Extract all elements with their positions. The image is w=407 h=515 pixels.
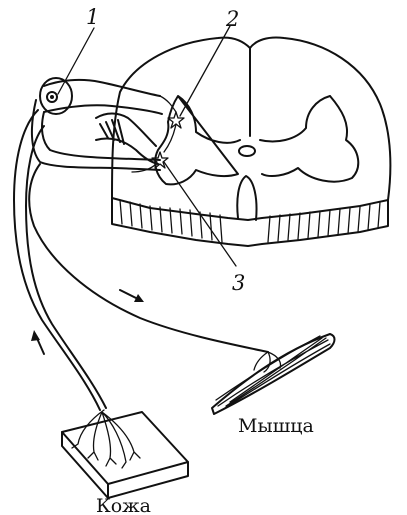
section-hatch — [120, 200, 380, 242]
leader-1 — [58, 28, 94, 94]
ventral-root-upper — [96, 114, 156, 147]
ventral-fissure — [237, 176, 256, 220]
muscle-illustration — [212, 334, 335, 414]
muscle-fibers — [216, 336, 330, 410]
label-1: 1 — [86, 5, 99, 29]
arrow-sensory-head — [31, 330, 40, 341]
spinal-nerve-inner — [42, 112, 160, 160]
label-3: 3 — [232, 271, 245, 295]
spinal-cord-section — [112, 37, 390, 246]
skin-illustration — [62, 410, 188, 498]
motor-fiber — [29, 164, 268, 352]
leader-3 — [164, 162, 236, 266]
dorsal-root — [32, 78, 162, 170]
central-canal — [239, 146, 255, 156]
label-skin: Кожа — [96, 495, 151, 515]
sensory-neuron-nucleus — [50, 95, 54, 99]
label-2: 2 — [225, 7, 239, 31]
label-muscle: Мышца — [238, 415, 314, 437]
spinal-cord-bottom-edge — [112, 198, 388, 220]
ventral-root-fill — [100, 120, 124, 144]
skin-receptors — [72, 410, 140, 468]
skin-top — [62, 412, 188, 484]
grey-matter-outline — [155, 96, 358, 184]
